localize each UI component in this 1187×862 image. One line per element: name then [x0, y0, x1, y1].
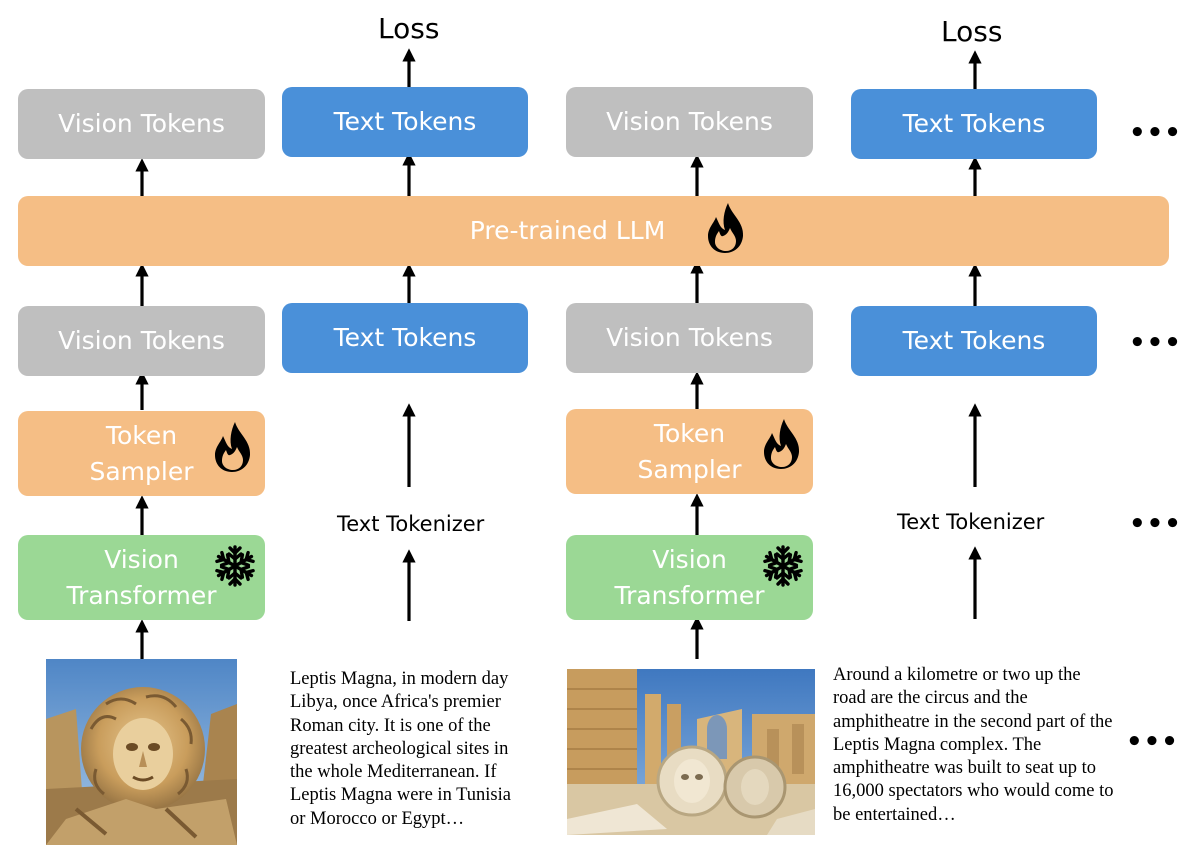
vision-tokens-input-2: Vision Tokens [566, 303, 813, 373]
vision-tokens-output-2: Vision Tokens [566, 87, 813, 157]
flame-icon [708, 203, 744, 253]
text-tokens-output-2: Text Tokens [851, 89, 1097, 159]
loss-label-2: Loss [941, 15, 1003, 48]
flame-icon [215, 422, 251, 472]
pretrained-llm: Pre-trained LLM [18, 196, 1169, 266]
token-sampler-1: Token Sampler [18, 411, 265, 496]
medusa-relief-photo [46, 659, 237, 845]
snowflake-icon [214, 545, 256, 587]
text-tokenizer-2: Text Tokenizer [897, 510, 1045, 534]
vision-tokens-output-1: Vision Tokens [18, 89, 265, 159]
vision-tokens-input-1: Vision Tokens [18, 306, 265, 376]
text-tokens-input-1: Text Tokens [282, 303, 528, 373]
ellipsis-top: ••• [1129, 118, 1182, 148]
snowflake-icon [762, 545, 804, 587]
ellipsis-tokenizer: ••• [1129, 509, 1182, 539]
text-tokens-output-1: Text Tokens [282, 87, 528, 157]
text-tokenizer-1: Text Tokenizer [337, 512, 485, 536]
flame-icon [764, 419, 800, 469]
leptis-ruins-photo [567, 669, 815, 835]
vision-transformer-1: Vision Transformer [18, 535, 265, 620]
loss-label-1: Loss [378, 12, 440, 45]
ellipsis-middle: ••• [1129, 328, 1182, 358]
caption-left: Leptis Magna, in modern day Libya, once … [290, 669, 511, 829]
caption-right: Around a kilometre or two up the road ar… [833, 665, 1114, 825]
text-tokens-input-2: Text Tokens [851, 306, 1097, 376]
ellipsis-bottom: ••• [1126, 727, 1179, 757]
